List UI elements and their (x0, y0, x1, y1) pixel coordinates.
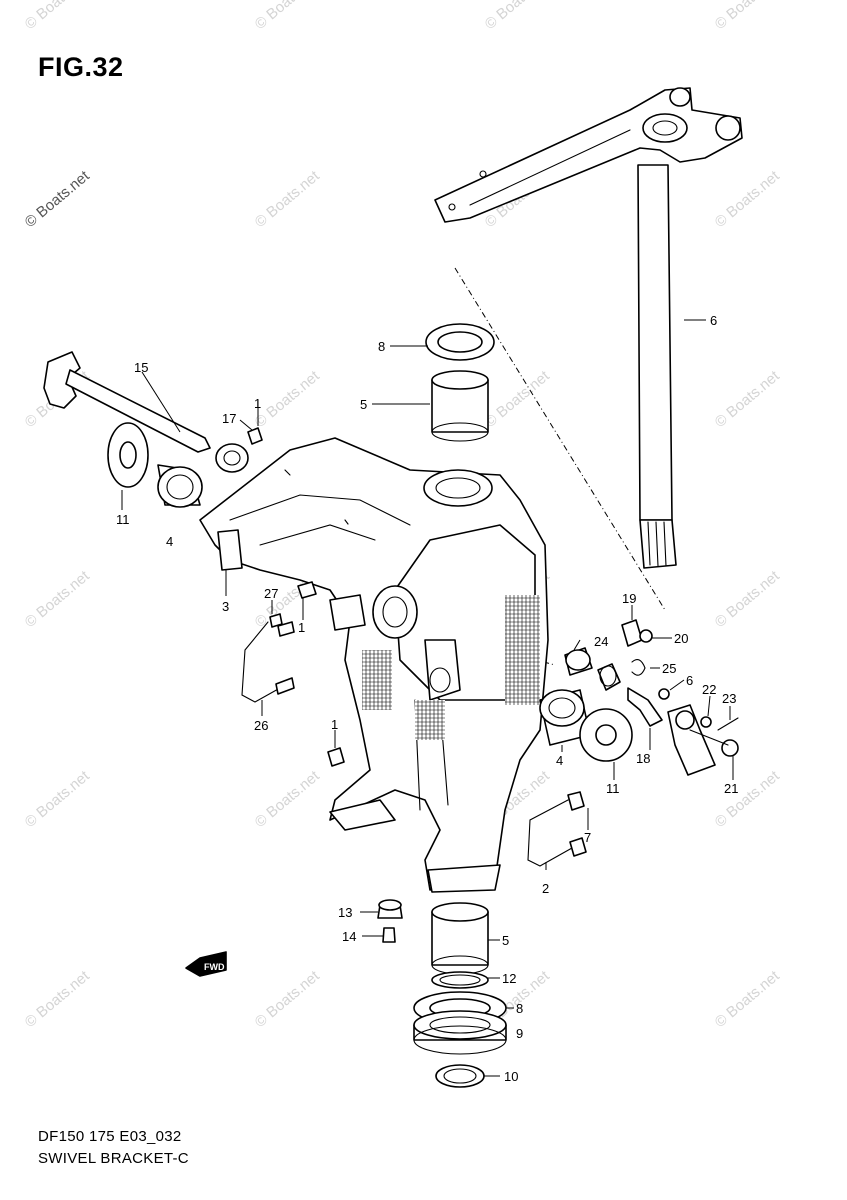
callout-6: 6 (710, 313, 717, 328)
callout-8: 8 (516, 1001, 523, 1016)
washer-12 (431, 971, 489, 989)
leader-lines (121, 319, 734, 1077)
trim-lock-parts (564, 619, 670, 727)
watermark: © Boats.net (22, 767, 94, 831)
watermark: © Boats.net (22, 0, 94, 33)
watermark: © Boats.net (22, 567, 94, 631)
callout-10: 10 (504, 1069, 518, 1084)
stopper-screw (382, 927, 396, 943)
circlip-10 (435, 1064, 485, 1088)
callout-17: 17 (222, 411, 236, 426)
assembly-line-main (454, 267, 666, 611)
callout-1: 1 (331, 717, 338, 732)
figure-code: DF150 175 E03_032 (38, 1128, 182, 1145)
grease-nipple-lower (327, 747, 345, 767)
callout-12: 12 (502, 971, 516, 986)
callout-21: 21 (724, 781, 738, 796)
figure-name: SWIVEL BRACKET-C (38, 1150, 189, 1167)
bushing-left (157, 464, 203, 508)
bushing-small (215, 443, 249, 473)
stopper-rubber (377, 899, 403, 919)
grease-nipple-top (247, 427, 263, 445)
callout-1: 1 (254, 396, 261, 411)
callout-27: 27 (264, 586, 278, 601)
lock-lever-bracket (667, 704, 739, 776)
watermark: © Boats.net (22, 167, 94, 231)
watermark: © Boats.net (252, 367, 324, 431)
watermark: © Boats.net (712, 567, 784, 631)
callout-26: 26 (254, 718, 268, 733)
callout-4: 4 (166, 534, 173, 549)
callout-23: 23 (722, 691, 736, 706)
callout-4: 4 (556, 753, 563, 768)
callout-20: 20 (674, 631, 688, 646)
watermark: © Boats.net (712, 767, 784, 831)
callout-25: 25 (662, 661, 676, 676)
watermark: © Boats.net (712, 167, 784, 231)
watermark: © Boats.net (712, 367, 784, 431)
callout-7: 7 (584, 830, 591, 845)
watermark: © Boats.net (22, 967, 94, 1031)
callout-15: 15 (134, 360, 148, 375)
watermark: © Boats.net (712, 0, 784, 33)
callout-1: 1 (298, 620, 305, 635)
watermark: © Boats.net (252, 767, 324, 831)
bushing-right (539, 689, 591, 746)
steering-shaft (637, 164, 677, 569)
callout-24: 24 (594, 634, 608, 649)
callout-18: 18 (636, 751, 650, 766)
figure-title: FIG.32 (38, 52, 124, 82)
watermark: © Boats.net (482, 367, 554, 431)
pivot-bolt (43, 351, 211, 453)
callout-13: 13 (338, 905, 352, 920)
callout-5: 5 (502, 933, 509, 948)
callout-11: 11 (116, 512, 130, 527)
callout-9: 9 (516, 1026, 523, 1041)
washer-left (107, 422, 149, 488)
callout-labels: 6 8 5 15 17 1 11 4 3 27 1 26 1 4 11 2 7 … (116, 313, 738, 1084)
watermark: © Boats.net (252, 167, 324, 231)
callout-3: 3 (222, 599, 229, 614)
watermark: © Boats.net (252, 967, 324, 1031)
callout-5: 5 (360, 397, 367, 412)
bushing-top (431, 370, 489, 442)
grease-nipple-27 (297, 581, 317, 599)
callout-2: 2 (542, 881, 549, 896)
callout-19: 19 (622, 591, 636, 606)
bushing-bottom (431, 902, 489, 975)
washer-right (579, 708, 633, 762)
watermark: © Boats.net (252, 0, 324, 33)
callout-6: 6 (686, 673, 693, 688)
swivel-bracket-body (199, 437, 549, 893)
ground-wire-left (241, 613, 295, 703)
watermark: © Boats.net (712, 967, 784, 1031)
callout-8: 8 (378, 339, 385, 354)
steering-arm (434, 87, 743, 223)
fwd-arrow-icon: FWD (185, 951, 227, 977)
callout-11: 11 (606, 781, 620, 796)
watermark: © Boats.net (482, 0, 554, 33)
callout-14: 14 (342, 929, 356, 944)
thrust-washer-top (425, 323, 495, 361)
seal-9 (413, 1010, 507, 1055)
callout-22: 22 (702, 682, 716, 697)
ground-wire-right (527, 791, 587, 867)
svg-text:FWD: FWD (204, 962, 225, 972)
